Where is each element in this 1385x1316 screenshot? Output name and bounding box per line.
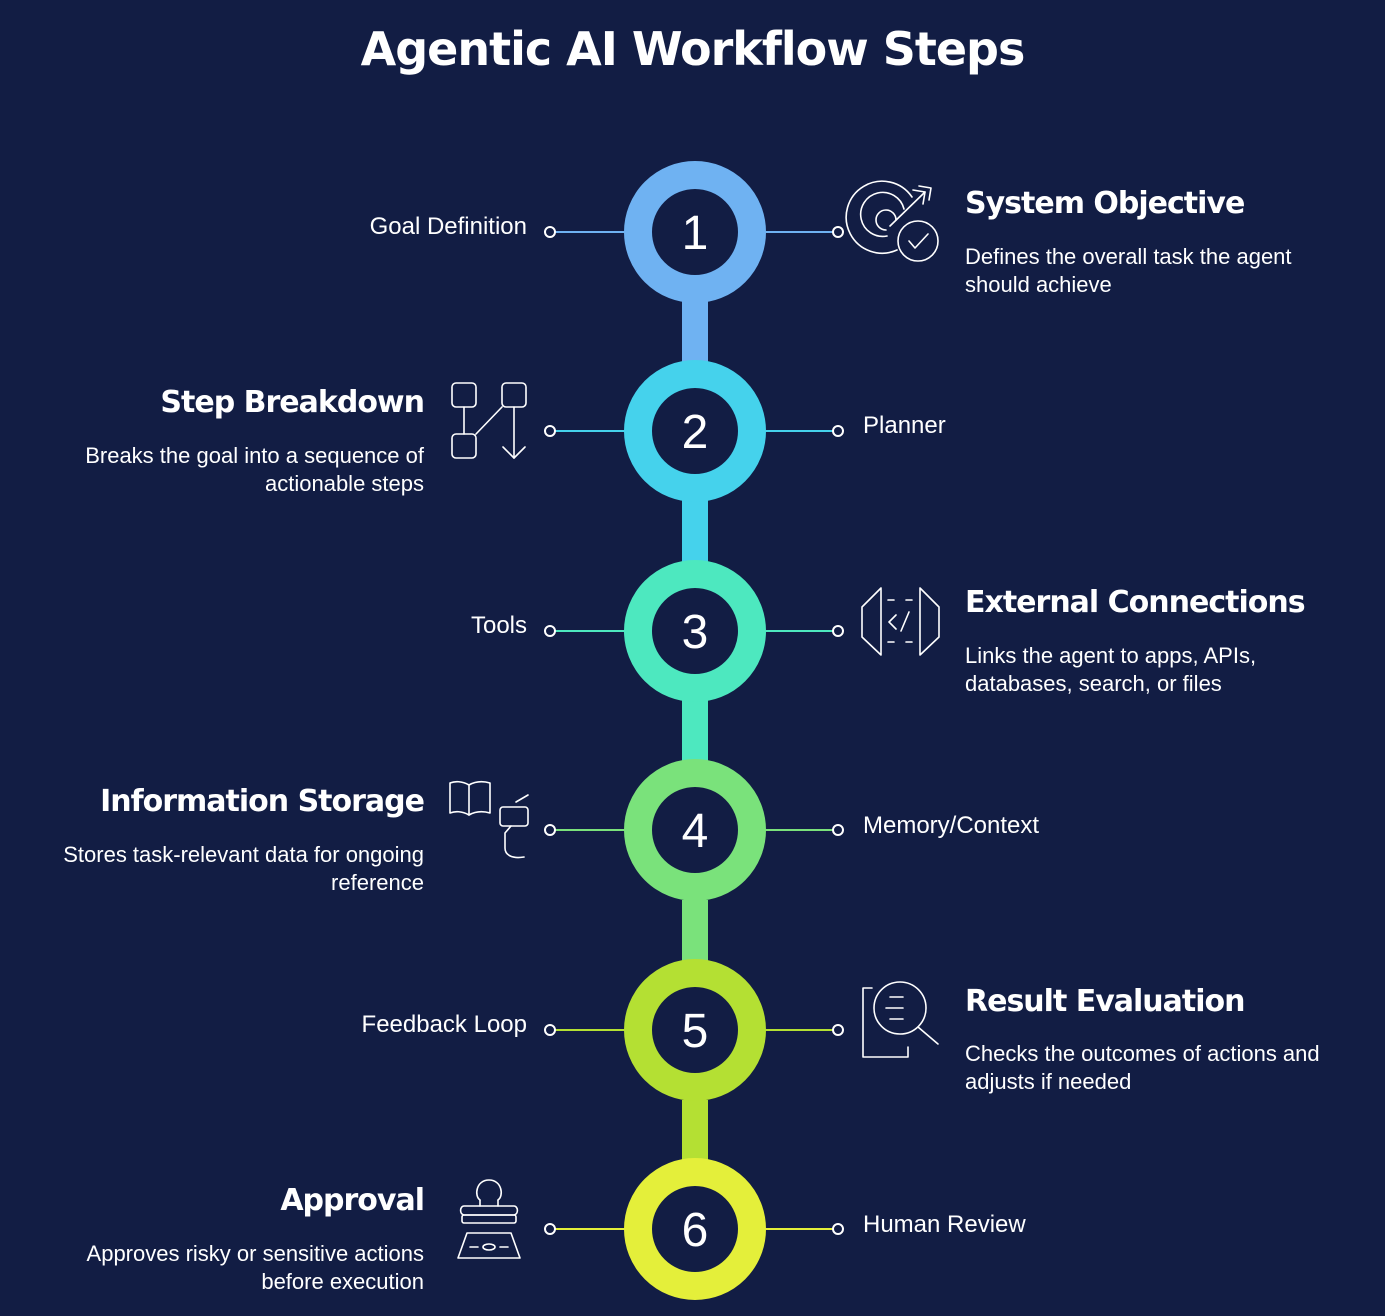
step-4-ring	[624, 759, 766, 901]
step-5-description: Checks the outcomes of actions and adjus…	[965, 1041, 1320, 1094]
step-5-left-dot	[544, 1024, 556, 1036]
step-2-right-dot	[832, 425, 844, 437]
connector-2-3	[682, 500, 708, 564]
step-2-label: Planner	[863, 412, 946, 439]
step-6-right-dot	[832, 1223, 844, 1235]
step-3-description: Links the agent to apps, APIs, databases…	[965, 643, 1257, 696]
step-2: 2	[544, 360, 844, 502]
page-title: Agentic AI Workflow Steps	[360, 22, 1026, 76]
step-1: 1	[544, 161, 844, 303]
step-5-heading: Result Evaluation	[965, 984, 1245, 1019]
step-6-label: Human Review	[863, 1211, 1026, 1238]
document-search-icon	[862, 981, 939, 1058]
step-4-heading: Information Storage	[100, 784, 425, 819]
connector-3-4	[682, 700, 708, 764]
connector-4-5	[682, 900, 708, 964]
step-2-left-dot	[544, 425, 556, 437]
step-5-number: 5	[682, 1005, 709, 1058]
code-connection-icon	[861, 587, 940, 656]
step-5-ring	[624, 959, 766, 1101]
step-2-ring	[624, 360, 766, 502]
connector-5-6	[682, 1100, 708, 1164]
step-1-heading: System Objective	[965, 186, 1245, 221]
connector-1-2	[682, 300, 708, 364]
step-6-description: Approves risky or sensitive actions befo…	[86, 1241, 424, 1294]
step-5-label: Feedback Loop	[361, 1011, 527, 1038]
step-3-heading: External Connections	[965, 585, 1306, 620]
stamp-icon	[457, 1179, 521, 1259]
step-6-heading: Approval	[280, 1183, 425, 1218]
step-3-right-dot	[832, 625, 844, 637]
step-2-number: 2	[682, 406, 709, 459]
step-1-number: 1	[682, 207, 709, 260]
step-1-label: Goal Definition	[369, 213, 527, 240]
step-4: 4	[544, 759, 844, 901]
step-6-left-dot	[544, 1223, 556, 1235]
step-3-label: Tools	[470, 612, 527, 639]
step-3: 3	[544, 560, 844, 702]
step-3-number: 3	[682, 606, 709, 659]
target-check-icon	[845, 180, 939, 262]
step-4-label: Memory/Context	[863, 812, 1040, 839]
step-5-right-dot	[832, 1024, 844, 1036]
step-4-number: 4	[682, 805, 709, 858]
step-6-ring	[624, 1158, 766, 1300]
step-3-ring	[624, 560, 766, 702]
step-4-left-dot	[544, 824, 556, 836]
step-1-right-dot	[832, 226, 844, 238]
step-4-right-dot	[832, 824, 844, 836]
step-1-description: Defines the overall task the agent shoul…	[965, 244, 1292, 297]
book-storage-icon	[449, 780, 529, 859]
step-4-description: Stores task-relevant data for ongoing re…	[63, 842, 424, 895]
flowchart-icon	[451, 382, 527, 459]
step-3-left-dot	[544, 625, 556, 637]
step-6: 6	[544, 1158, 844, 1300]
step-1-left-dot	[544, 226, 556, 238]
step-2-heading: Step Breakdown	[160, 385, 425, 420]
step-6-number: 6	[682, 1204, 709, 1257]
step-2-description: Breaks the goal into a sequence of actio…	[85, 443, 424, 496]
step-5: 5	[544, 959, 844, 1101]
step-1-ring	[624, 161, 766, 303]
